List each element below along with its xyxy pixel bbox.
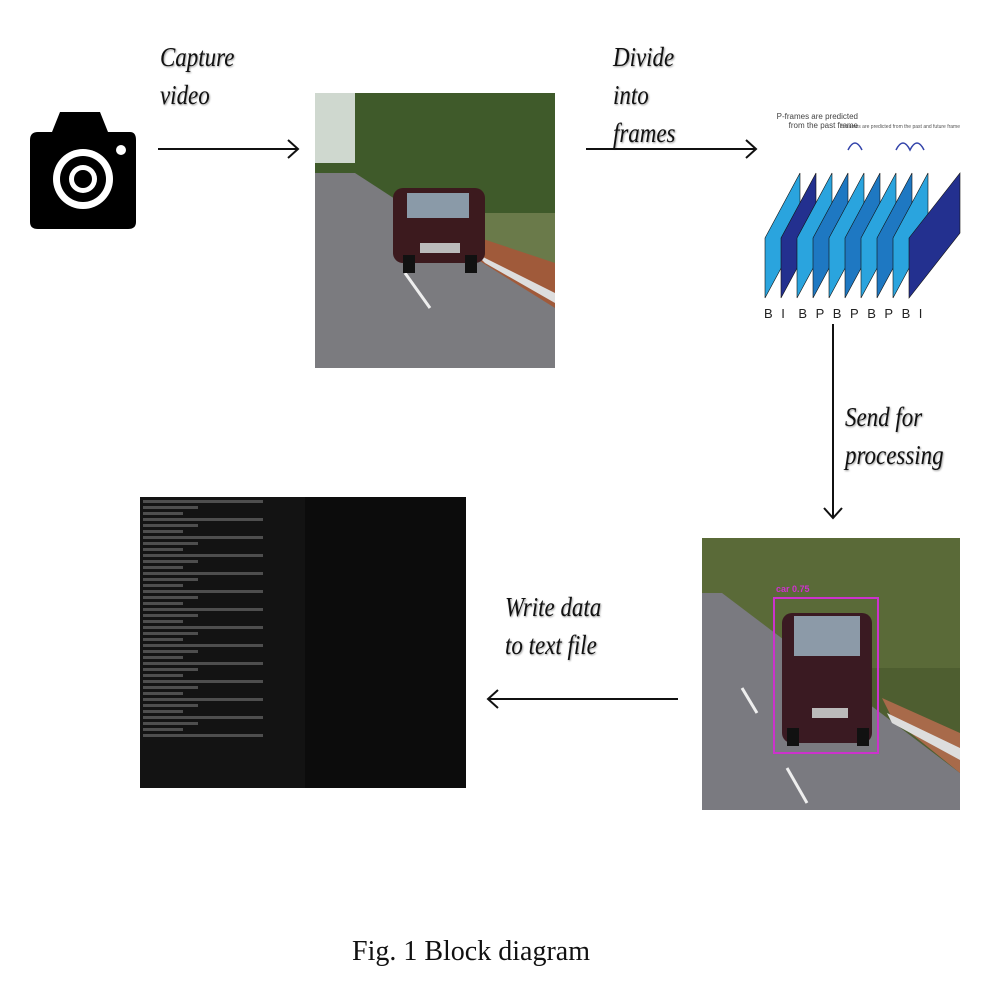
terminal-text-line: [143, 626, 263, 629]
terminal-text-line: [143, 590, 263, 593]
frame-type-label: P: [850, 306, 859, 321]
b-frames-note: B-frames are predicted from the past and…: [841, 124, 961, 130]
terminal-text-line: [143, 668, 198, 671]
frames-diagram: B-frames are predicted from the past and…: [764, 124, 961, 321]
terminal-text-line: [143, 728, 183, 731]
terminal-text-line: [143, 512, 183, 515]
frame-type-label: I: [781, 306, 785, 321]
camera-icon: [30, 112, 136, 229]
terminal-text-line: [143, 560, 198, 563]
figure-caption: Fig. 1 Block diagram: [352, 936, 590, 967]
terminal-text-line: [143, 632, 198, 635]
frame-type-label: P: [816, 306, 825, 321]
terminal-text-line: [143, 656, 183, 659]
frame-type-label: P: [884, 306, 893, 321]
frame-type-label: B: [867, 306, 876, 321]
terminal-text-line: [143, 734, 263, 737]
terminal-text-line: [143, 506, 198, 509]
send-processing-label: Send for processing: [845, 402, 944, 470]
terminal-text-line: [143, 644, 263, 647]
terminal-text-line: [143, 584, 183, 587]
terminal-left-pane: [140, 497, 305, 788]
terminal-text-line: [143, 554, 263, 557]
terminal-text-line: [143, 710, 183, 713]
p-frames-note: P-frames are predicted from the past fra…: [776, 112, 858, 130]
frame-type-label: B: [764, 306, 773, 321]
terminal-text-line: [143, 536, 263, 539]
terminal-text-line: [143, 608, 263, 611]
terminal-text-line: [143, 692, 183, 695]
terminal-text-line: [143, 578, 198, 581]
car: [782, 613, 872, 746]
terminal-text-line: [143, 602, 183, 605]
terminal-text-line: [143, 572, 263, 575]
detection-label: car 0.75: [776, 584, 810, 594]
frame-type-label: I: [919, 306, 923, 321]
terminal-text-line: [143, 518, 263, 521]
car: [393, 188, 485, 273]
divide-frames-label: Divide into frames: [613, 42, 676, 148]
terminal-text-line: [143, 620, 183, 623]
terminal-text-line: [143, 530, 183, 533]
frame-type-label: B: [902, 306, 911, 321]
terminal-text-line: [143, 674, 183, 677]
terminal-text-line: [143, 524, 198, 527]
terminal-text-line: [143, 716, 263, 719]
road-video-image: [315, 93, 555, 368]
arrow-right-2: [586, 139, 758, 159]
detection-box: [773, 597, 879, 754]
arrow-down: [823, 324, 843, 520]
terminal-text-line: [143, 722, 198, 725]
arrow-right-1: [158, 139, 300, 159]
terminal-text-line: [143, 614, 198, 617]
terminal-text-line: [143, 596, 198, 599]
detection-image: car 0.75: [702, 538, 960, 810]
terminal-text-line: [143, 704, 198, 707]
capture-video-label: Capture video: [160, 42, 235, 110]
terminal-text-line: [143, 698, 263, 701]
write-data-label: Write data to text file: [505, 592, 602, 660]
frame-type-label: B: [798, 306, 807, 321]
terminal-text-line: [143, 500, 263, 503]
terminal-text-line: [143, 680, 263, 683]
frame-type-label: B: [833, 306, 842, 321]
text-file-output-screenshot: [140, 497, 466, 788]
terminal-text-line: [143, 650, 198, 653]
terminal-text-line: [143, 638, 183, 641]
terminal-text-line: [143, 686, 198, 689]
terminal-text-line: [143, 662, 263, 665]
terminal-text-line: [143, 566, 183, 569]
terminal-text-line: [143, 548, 183, 551]
arrow-left: [486, 689, 678, 709]
terminal-text-line: [143, 542, 198, 545]
